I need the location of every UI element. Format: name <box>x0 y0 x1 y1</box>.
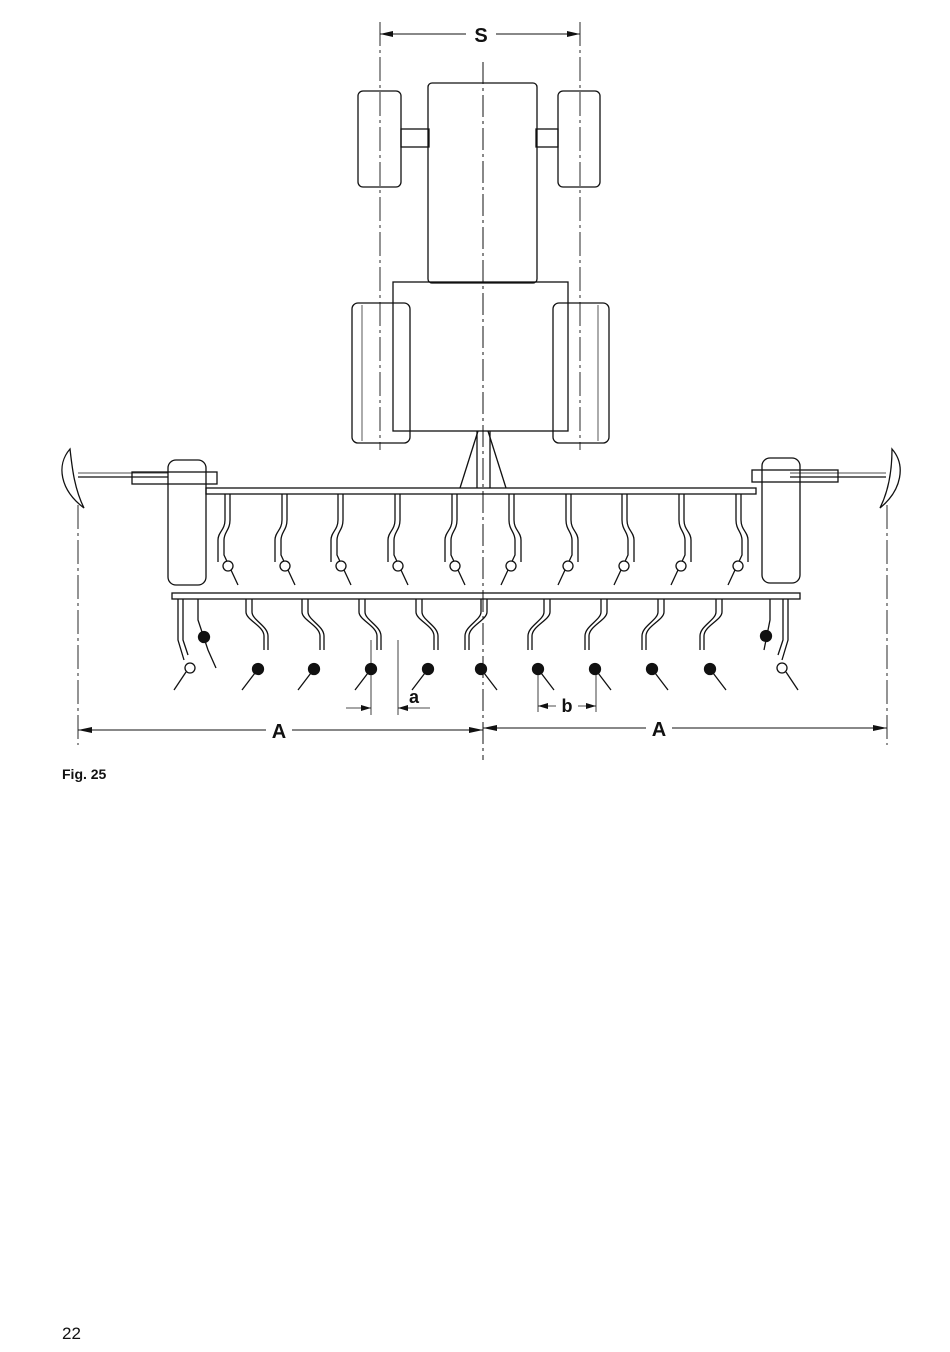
rear-tine-beam <box>172 593 800 599</box>
page-number: 22 <box>62 1324 81 1344</box>
front-tine-beam <box>206 488 756 494</box>
rear-tine-row <box>174 599 798 690</box>
label-s: S <box>474 25 487 47</box>
figure-caption: Fig. 25 <box>62 766 106 782</box>
front-wheels <box>358 91 600 187</box>
label-a-small: a <box>409 687 420 707</box>
depth-wheels <box>132 458 838 585</box>
rear-wheels <box>352 303 609 443</box>
tractor <box>393 83 568 488</box>
label-a-right: A <box>652 719 666 741</box>
label-a-left: A <box>272 721 286 743</box>
label-b-small: b <box>562 696 573 716</box>
tractor-cultivator-diagram: S a b A A <box>0 0 950 790</box>
